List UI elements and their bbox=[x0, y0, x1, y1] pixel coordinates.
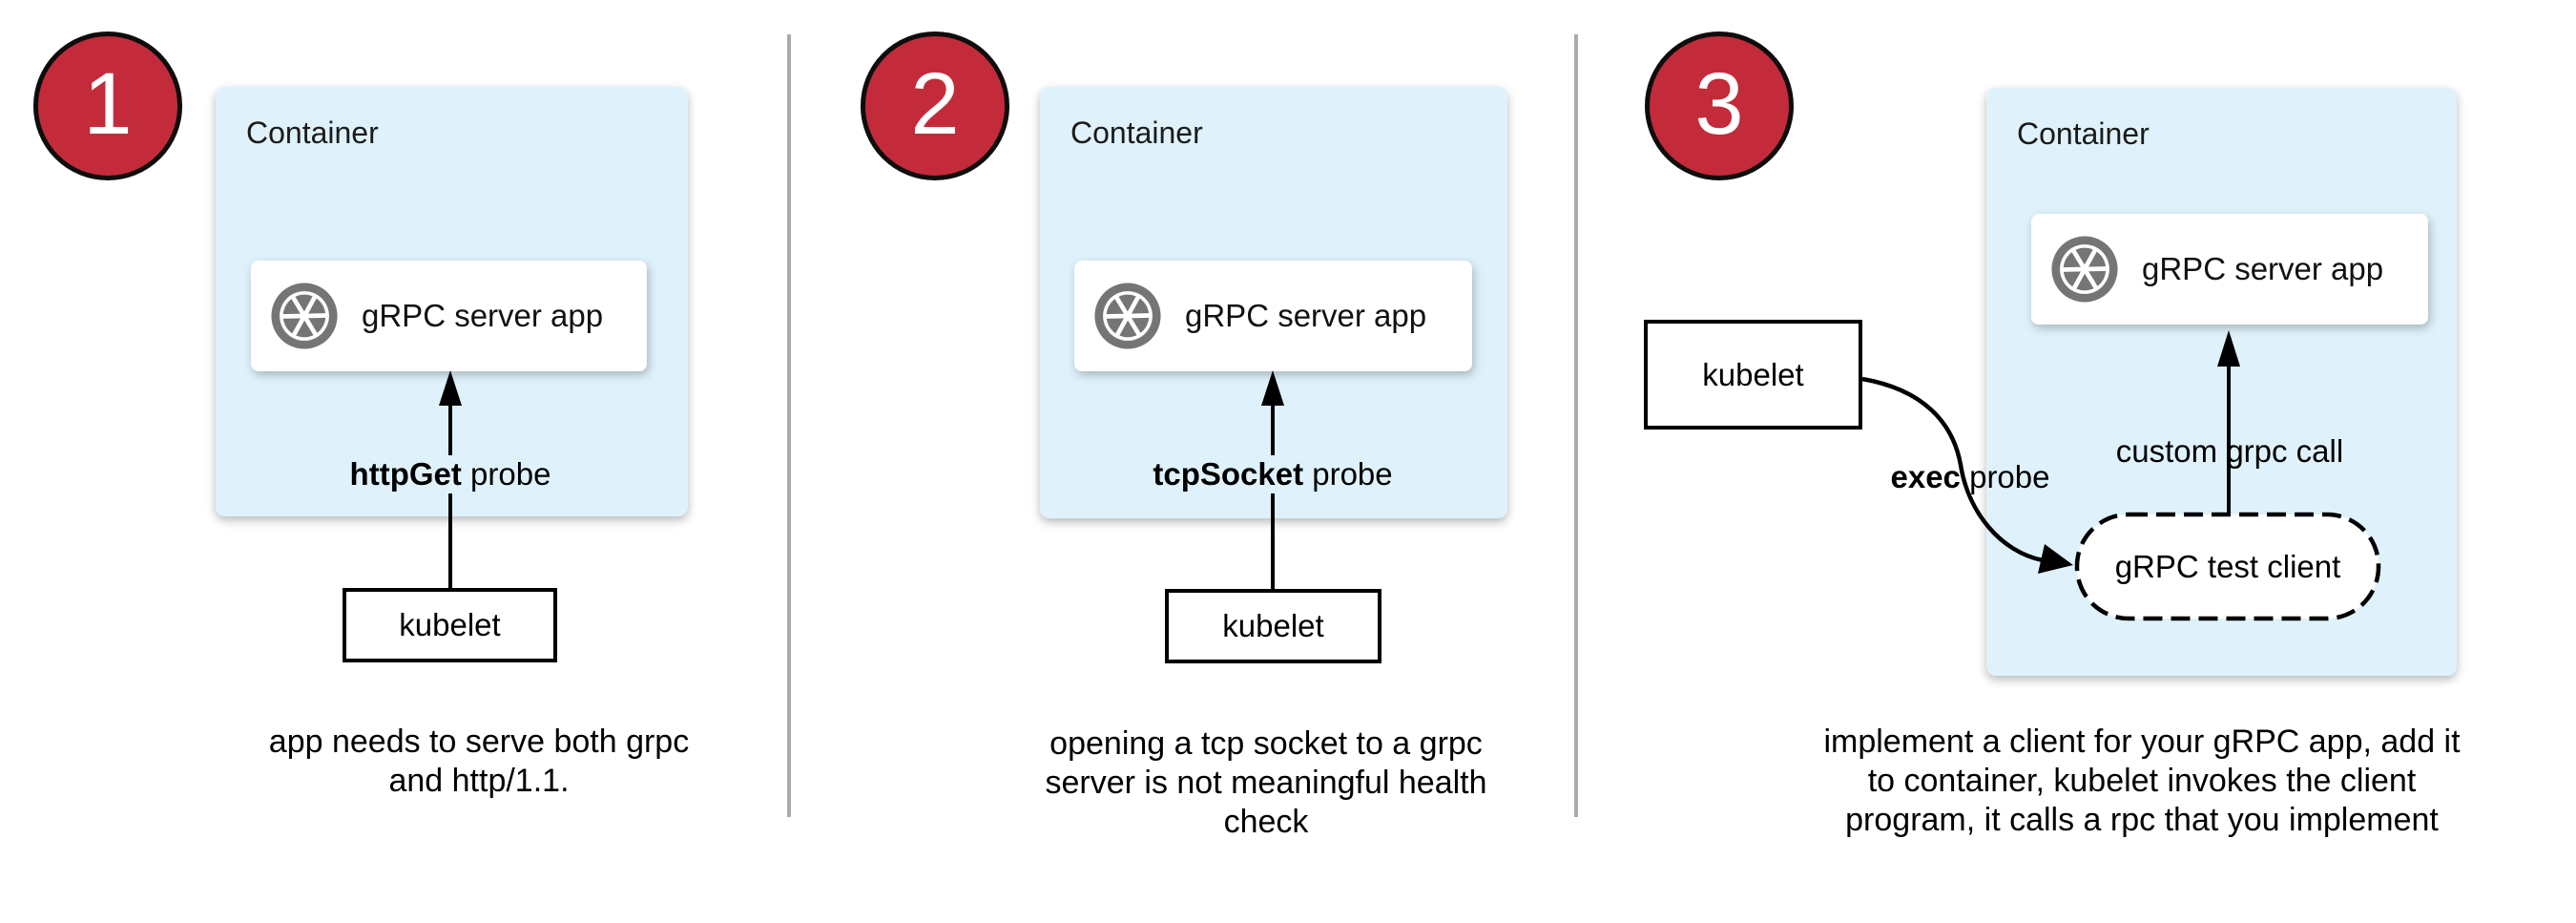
step-badge-1: 1 bbox=[33, 31, 182, 180]
probe-label-tcpsocket: tcpSocket probe bbox=[1145, 455, 1401, 493]
panel-divider bbox=[787, 34, 791, 817]
panel-divider bbox=[1574, 34, 1578, 817]
step-badge-2: 2 bbox=[861, 31, 1009, 180]
probe-label-httpget: httpGet probe bbox=[342, 455, 559, 493]
container-label: Container bbox=[246, 115, 379, 150]
kubelet-box-2: kubelet bbox=[1165, 589, 1381, 663]
kubelet-label: kubelet bbox=[1222, 608, 1324, 643]
kubelet-box-3: kubelet bbox=[1644, 320, 1862, 430]
probe-type: exec bbox=[1890, 459, 1961, 494]
aperture-icon bbox=[2051, 236, 2118, 303]
caption-1: app needs to serve both grpc and http/1.… bbox=[268, 724, 690, 799]
container-box-3: Container bbox=[1986, 88, 2457, 676]
grpc-server-app-label: gRPC server app bbox=[362, 298, 604, 333]
container-label: Container bbox=[2017, 116, 2150, 151]
kubelet-label: kubelet bbox=[1702, 356, 1804, 392]
custom-grpc-call-label: custom grpc call bbox=[2115, 433, 2344, 469]
grpc-test-client-label: gRPC test client bbox=[2114, 549, 2341, 584]
grpc-server-app-box-1: gRPC server app bbox=[251, 261, 647, 371]
step-badge-3: 3 bbox=[1645, 31, 1794, 180]
grpc-server-app-box-2: gRPC server app bbox=[1074, 261, 1472, 371]
kubelet-label: kubelet bbox=[399, 607, 501, 642]
probe-type: tcpSocket bbox=[1153, 456, 1304, 492]
kubelet-box-1: kubelet bbox=[343, 588, 557, 662]
grpc-server-app-box-3: gRPC server app bbox=[2031, 214, 2428, 325]
probe-label-exec: exec probe bbox=[1890, 459, 2050, 494]
step-number: 1 bbox=[83, 55, 133, 153]
aperture-icon bbox=[271, 283, 338, 349]
container-label: Container bbox=[1070, 115, 1203, 150]
caption-2: opening a tcp socket to a grpc server is… bbox=[1045, 725, 1487, 840]
probe-type: httpGet bbox=[349, 456, 462, 492]
step-number: 2 bbox=[910, 55, 960, 153]
aperture-icon bbox=[1094, 283, 1161, 349]
grpc-server-app-label: gRPC server app bbox=[1185, 298, 1427, 333]
step-number: 3 bbox=[1694, 55, 1744, 153]
grpc-server-app-label: gRPC server app bbox=[2142, 251, 2384, 286]
caption-3: implement a client for your gRPC app, ad… bbox=[1823, 724, 2461, 838]
